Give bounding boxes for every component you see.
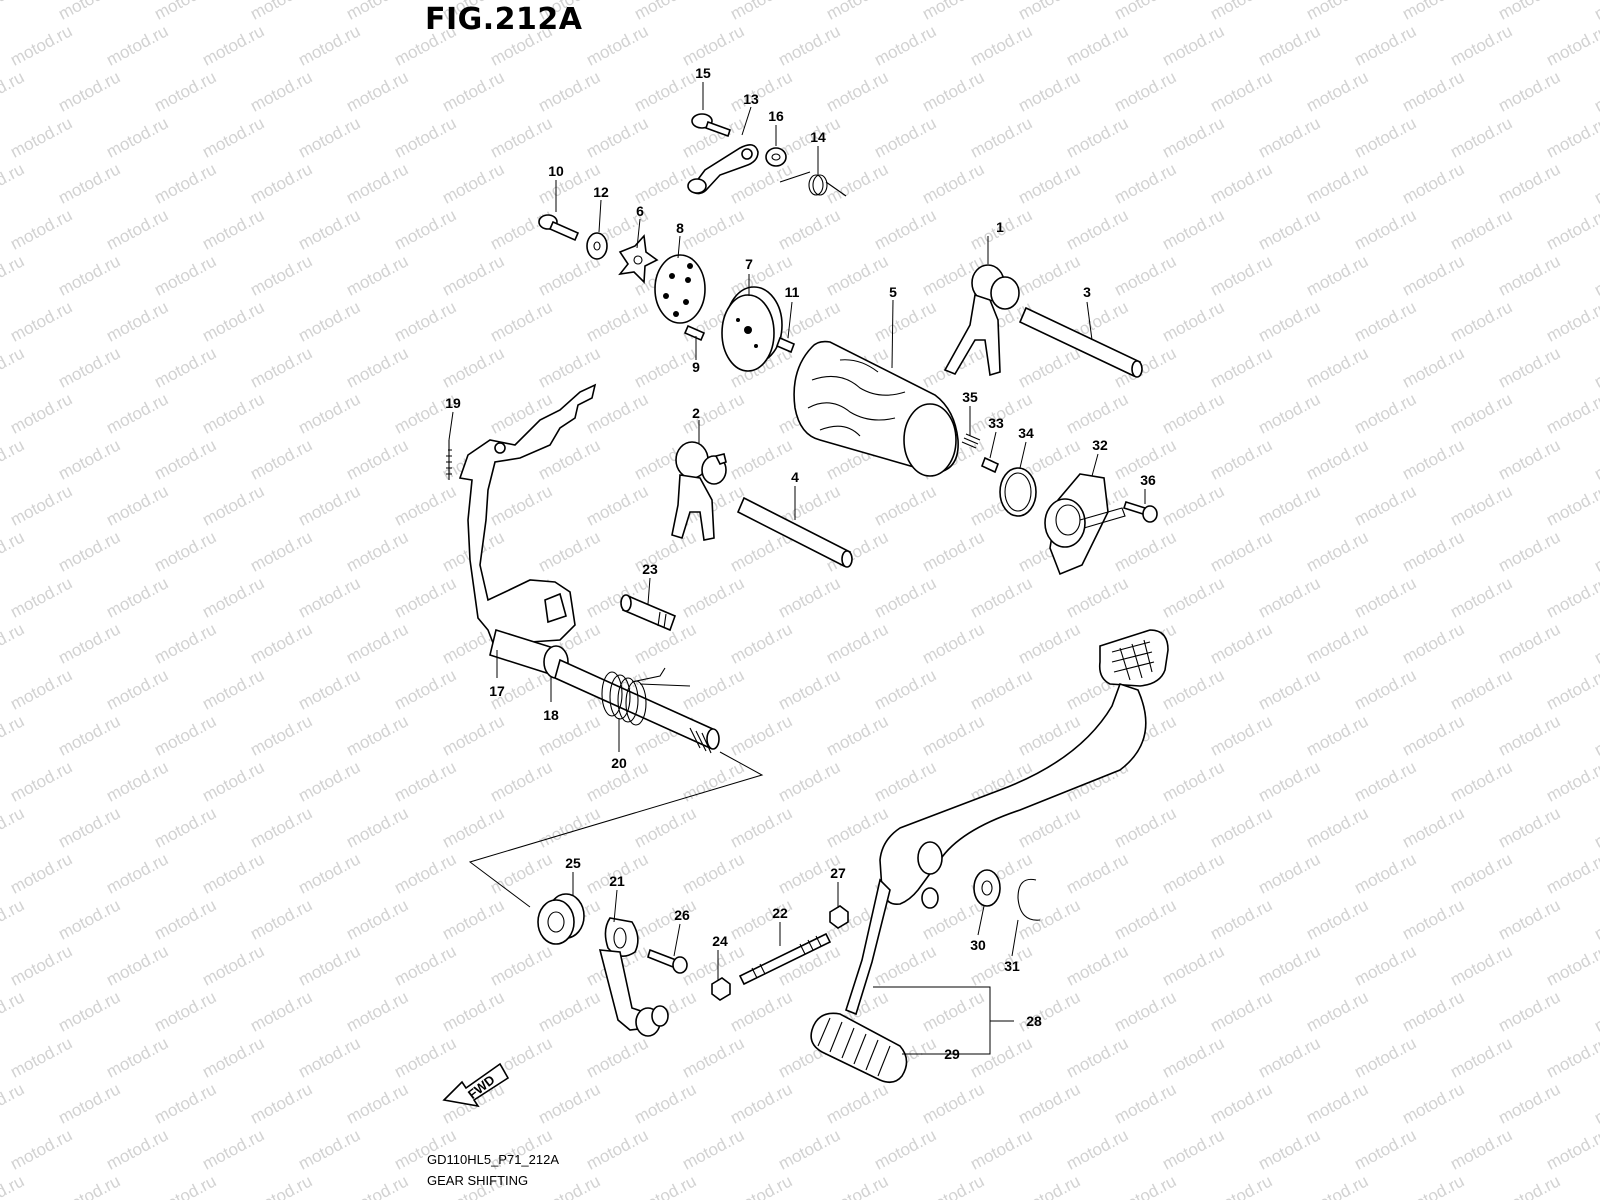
callout-labels: 1 2 3 4 5 6 7 8 9 10 11 12 13 14 15 16 1…	[445, 65, 1156, 1062]
parts-artwork: FWD	[442, 113, 1169, 1108]
callout-27: 27	[830, 865, 846, 881]
figure-title: FIG.212A	[425, 2, 583, 37]
callout-2: 2	[692, 405, 700, 421]
part-17-shift-arm	[458, 383, 597, 651]
part-29-pedal-rubber	[810, 1012, 908, 1084]
part-4-fork-shaft	[736, 496, 853, 568]
part-31-circlip	[1017, 878, 1041, 921]
part-26-bolt	[647, 948, 688, 974]
callout-21: 21	[609, 873, 625, 889]
part-21-shift-lever	[598, 917, 669, 1037]
part-35-spring	[961, 433, 981, 449]
part-2-shift-fork	[671, 441, 727, 541]
part-25-oil-seal	[537, 893, 585, 945]
callout-20: 20	[611, 755, 627, 771]
callout-29: 29	[944, 1046, 960, 1062]
callout-30: 30	[970, 937, 986, 953]
callout-15: 15	[695, 65, 711, 81]
callout-31: 31	[1004, 958, 1020, 974]
part-24-nut	[711, 977, 731, 1001]
part-36-screw	[1122, 501, 1158, 523]
callout-13: 13	[743, 91, 759, 107]
part-1-shift-fork	[943, 264, 1020, 377]
part-14-spring	[779, 171, 847, 197]
part-33-pin	[980, 456, 1000, 474]
part-20-shift-shaft	[554, 658, 720, 754]
callout-1: 1	[996, 219, 1004, 235]
part-16-washer	[765, 147, 787, 167]
callout-28: 28	[1026, 1013, 1042, 1029]
callout-9: 9	[692, 359, 700, 375]
part-23-stud	[620, 594, 677, 632]
part-28-shift-pedal	[845, 629, 1169, 1016]
callout-3: 3	[1083, 284, 1091, 300]
callout-4: 4	[791, 469, 799, 485]
part-10-bolt	[538, 214, 580, 242]
part-19-spring	[446, 440, 452, 480]
part-11-pin	[775, 336, 796, 354]
callout-14: 14	[810, 129, 826, 145]
callout-22: 22	[772, 905, 788, 921]
part-27-nut	[829, 905, 849, 929]
callout-7: 7	[745, 256, 753, 272]
part-12-washer	[586, 232, 608, 260]
diagram-name: GEAR SHIFTING	[427, 1173, 529, 1188]
callout-18: 18	[543, 707, 559, 723]
callout-32: 32	[1092, 437, 1108, 453]
callout-36: 36	[1140, 472, 1156, 488]
part-8-plate	[654, 254, 706, 324]
callout-11: 11	[785, 284, 800, 300]
callout-17: 17	[489, 683, 505, 699]
part-3-fork-shaft	[1018, 306, 1143, 378]
part-30-washer	[973, 869, 1001, 907]
callout-35: 35	[962, 389, 978, 405]
callout-8: 8	[676, 220, 684, 236]
part-32-neutral-switch	[1044, 473, 1126, 576]
part-7-cam-plate	[721, 286, 783, 372]
part-13-stopper-arm	[687, 144, 759, 195]
part-22-tie-rod	[738, 932, 832, 986]
callout-33: 33	[988, 415, 1004, 431]
diagram-code: GD110HL5_P71_212A	[427, 1152, 560, 1167]
callout-25: 25	[565, 855, 581, 871]
callout-10: 10	[548, 163, 564, 179]
leader-lines	[448, 82, 1146, 1055]
fwd-arrow: FWD	[442, 1062, 510, 1108]
callout-24: 24	[712, 933, 728, 949]
callout-23: 23	[642, 561, 658, 577]
callout-19: 19	[445, 395, 461, 411]
callout-16: 16	[768, 108, 784, 124]
part-15-bolt	[691, 113, 732, 138]
callout-12: 12	[593, 184, 609, 200]
callout-26: 26	[674, 907, 690, 923]
callout-6: 6	[636, 203, 644, 219]
callout-34: 34	[1018, 425, 1034, 441]
callout-5: 5	[889, 284, 897, 300]
part-5-shift-drum	[793, 340, 959, 477]
part-6-star-cam	[618, 234, 659, 284]
part-34-o-ring	[999, 467, 1037, 517]
part-9-pin	[683, 324, 706, 342]
